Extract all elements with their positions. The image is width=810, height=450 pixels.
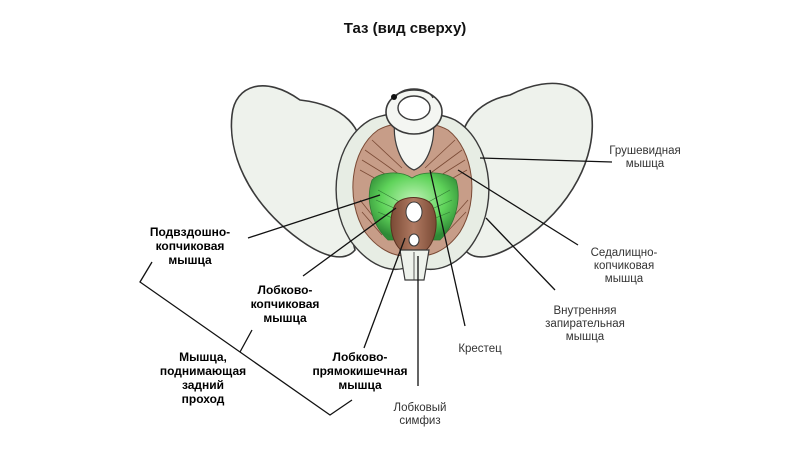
label-obturator-internus: Внутренняя запирательная мышца <box>545 305 625 343</box>
marker-dot <box>391 94 397 100</box>
label-levator-ani: Мышца, поднимающая задний проход <box>159 350 247 406</box>
leader-obturator <box>485 217 556 291</box>
bracket-tick <box>239 329 253 353</box>
vertebral-canal <box>397 95 431 121</box>
puborectalis-sling <box>390 197 437 253</box>
leader-pubococcygeus <box>302 207 397 277</box>
leader-lines <box>139 157 613 416</box>
levator-bracket <box>139 261 353 416</box>
vertebra-process <box>394 88 434 99</box>
label-iliococcygeus: Подвздошно- копчиковая мышца <box>149 225 231 267</box>
leader-iliococcygeus <box>247 194 381 239</box>
leader-sacrum <box>429 169 466 327</box>
leader-puborectalis <box>363 237 406 349</box>
leader-coccygeus <box>457 169 579 246</box>
rectal-opening <box>405 201 423 223</box>
urethral-opening <box>408 233 420 247</box>
pubic-symphysis <box>399 249 430 281</box>
label-piriformis: Грушевидная мышца <box>609 145 681 170</box>
diagram-title: Таз (вид сверху) <box>343 20 467 37</box>
leader-piriformis <box>479 157 613 163</box>
label-sacrum: Крестец <box>458 343 502 355</box>
label-pubic-symphysis: Лобковый симфиз <box>393 402 447 427</box>
label-puborectalis: Лобково- прямокишечная мышца <box>312 350 408 392</box>
label-pubococcygeus: Лобково- копчиковая мышца <box>250 283 320 325</box>
label-coccygeus: Седалищно- копчиковая мышца <box>590 247 658 285</box>
